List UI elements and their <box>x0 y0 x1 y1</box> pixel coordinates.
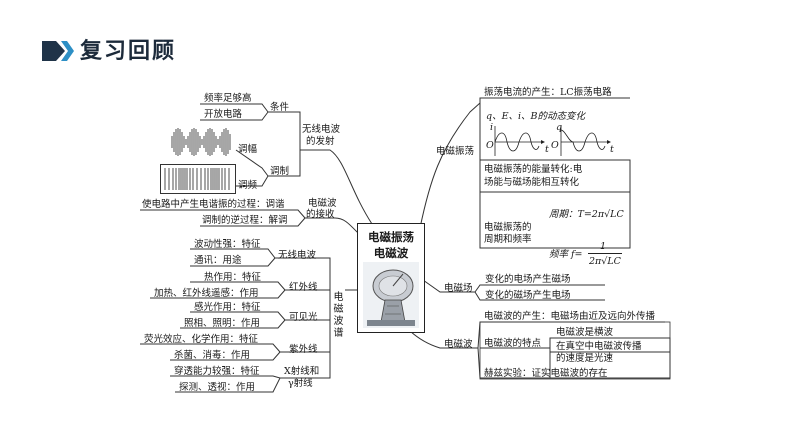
wave-feature: 在真空中电磁波传播 <box>556 341 642 352</box>
modulation-label: 调制 <box>270 166 290 177</box>
reception-item: 使电路中产生电谐振的过程：调谐 <box>142 199 285 210</box>
page-title: 复习回顾 <box>80 39 177 64</box>
field-item: 变化的磁场产生电场 <box>485 290 571 301</box>
am-waveform-icon <box>171 128 231 156</box>
oscillation-energy-line2: 场能与磁场能相互转化 <box>484 177 580 188</box>
branch-wave: 电磁波 <box>444 339 473 350</box>
band-item: 热作用：特征 <box>204 272 262 283</box>
oscillation-generation: 振荡电流的产生：LC振荡电路 <box>484 87 612 98</box>
fraction-bar <box>588 253 622 254</box>
graph2-xlabel: t <box>610 144 614 155</box>
frequency-label: 频率 f= <box>549 249 583 260</box>
band-visible: 可见光 <box>289 312 318 323</box>
radar-antenna-icon <box>363 262 419 328</box>
reception-item: 调制的逆过程：解调 <box>202 215 288 226</box>
band-xray-line1: X射线和 <box>284 366 320 377</box>
period-label-line1: 电磁振荡的 <box>484 222 532 233</box>
center-title-line2: 电磁波 <box>373 246 409 260</box>
wave-generation: 电磁波的产生：电磁场由近及远向外传播 <box>484 311 656 322</box>
branch-field: 电磁场 <box>444 283 473 294</box>
band-infrared: 红外线 <box>289 282 318 293</box>
period-formula: 周期：T=2π√LC <box>549 209 624 220</box>
wave-feature: 的速度是光速 <box>556 353 614 364</box>
band-item: 荧光效应、化学作用：特征 <box>144 334 259 345</box>
header-chevron-icon <box>42 41 74 61</box>
wave-features-label: 电磁波的特点 <box>484 338 542 349</box>
band-item: 感光作用：特征 <box>194 302 261 313</box>
center-topic-box: 电磁振荡 电磁波 <box>357 223 425 333</box>
band-item: 通讯：用途 <box>194 255 242 266</box>
band-ultraviolet: 紫外线 <box>289 344 318 355</box>
wave-hertz: 赫兹实验：证实电磁波的存在 <box>484 368 608 379</box>
center-title-line1: 电磁振荡 <box>368 230 414 244</box>
band-item: 探测、透视：作用 <box>179 382 256 393</box>
oscillation-energy-line1: 电磁振荡的能量转化:电 <box>484 164 583 175</box>
field-item: 变化的电场产生磁场 <box>485 274 571 285</box>
graph1-ylabel: i <box>490 122 494 133</box>
band-item: 加热、红外线遥感：作用 <box>154 288 259 299</box>
fm-label: 调频 <box>238 180 258 191</box>
fm-waveform-icon <box>160 164 236 194</box>
branch-oscillation: 电磁振荡 <box>436 146 475 157</box>
band-item: 杀菌、消毒：作用 <box>174 350 251 361</box>
graph1-xlabel: t <box>545 144 549 155</box>
band-radio: 无线电波 <box>278 250 317 261</box>
am-label: 调幅 <box>238 144 258 155</box>
condition-label: 条件 <box>270 102 290 113</box>
band-item: 波动性强：特征 <box>194 239 261 250</box>
condition-item: 频率足够高 <box>204 93 252 104</box>
band-item: 穿透能力较强：特征 <box>174 366 260 377</box>
branch-reception-line1: 电磁波 <box>308 198 337 209</box>
branch-emission-line1: 无线电波 <box>302 124 341 135</box>
current-graph <box>494 126 611 156</box>
wave-feature: 电磁波是横波 <box>556 327 614 338</box>
graph1-origin: O <box>486 140 494 151</box>
band-item: 照相、照明：作用 <box>184 318 261 329</box>
graph2-origin: O <box>551 140 559 151</box>
period-label-line2: 周期和频率 <box>484 234 532 245</box>
condition-item: 开放电路 <box>204 109 243 120</box>
oscillation-dynamic: q、E、i、B的动态变化 <box>486 111 586 122</box>
branch-emission-line2: 的发射 <box>306 136 335 147</box>
branch-reception-line2: 的接收 <box>306 209 335 220</box>
frequency-denominator: 2π√LC <box>589 256 621 267</box>
band-xray-line2: γ射线 <box>288 378 313 389</box>
graph2-ylabel: q <box>556 122 563 133</box>
frequency-numerator: 1 <box>600 241 607 252</box>
branch-spectrum: 电磁波谱 <box>333 292 344 339</box>
